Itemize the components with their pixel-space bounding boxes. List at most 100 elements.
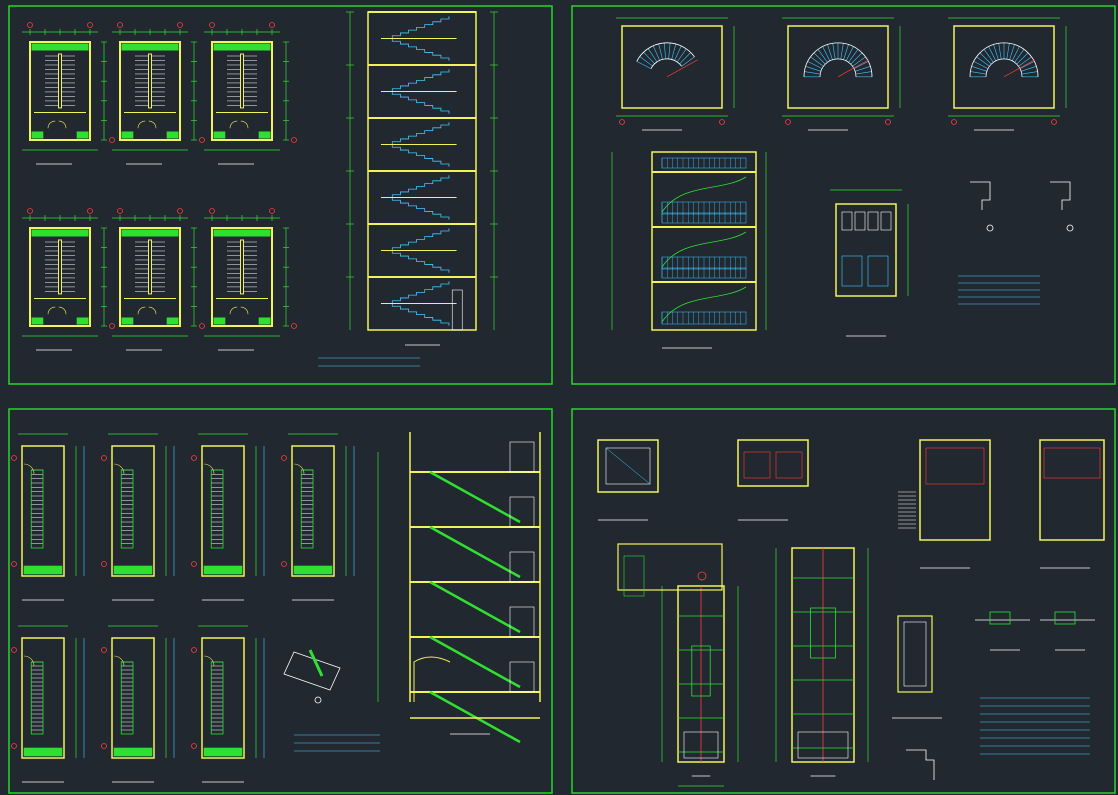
axis-bubble bbox=[291, 323, 297, 329]
stair-flight-up bbox=[384, 228, 450, 251]
curved-tread bbox=[810, 56, 824, 67]
curved-tread bbox=[853, 61, 869, 69]
axis-bubble bbox=[269, 22, 275, 28]
axis-bubble bbox=[11, 743, 17, 749]
axis-bubble bbox=[87, 22, 93, 28]
wall-outline bbox=[201, 445, 245, 577]
door-swing bbox=[240, 120, 249, 129]
axis-bubble bbox=[101, 743, 107, 749]
axis-bubble bbox=[719, 119, 725, 125]
br-upper-shaft bbox=[617, 543, 723, 597]
curved-tread bbox=[658, 43, 663, 60]
axis-bubble bbox=[11, 561, 17, 567]
stair-flight-up bbox=[384, 122, 450, 145]
curved-tread bbox=[1021, 66, 1037, 72]
curved-tread bbox=[1021, 71, 1038, 75]
axis-bubble bbox=[281, 455, 287, 461]
axis-bubble bbox=[177, 22, 183, 28]
door-swing bbox=[58, 120, 67, 129]
curved-tread bbox=[983, 49, 994, 63]
door-frame bbox=[897, 615, 933, 693]
wall-outline bbox=[111, 445, 155, 577]
wall-hatch bbox=[203, 747, 243, 757]
tall-stair-plan-bl-5 bbox=[101, 625, 175, 783]
axis-bubble bbox=[785, 119, 791, 125]
arch-opening bbox=[413, 656, 451, 702]
curved-stair-section bbox=[611, 151, 767, 349]
wall-outline bbox=[621, 25, 723, 109]
window-band bbox=[121, 229, 179, 237]
axis-bubble bbox=[191, 455, 197, 461]
curved-tread bbox=[850, 52, 863, 65]
curved-tread bbox=[1019, 61, 1035, 69]
door-swing bbox=[240, 306, 249, 315]
stair-plan-tl-5 bbox=[204, 208, 297, 351]
axis-bubble bbox=[291, 137, 297, 143]
inner-stringer bbox=[650, 58, 682, 69]
curved-tread bbox=[976, 56, 990, 67]
fixture bbox=[867, 211, 879, 231]
beam bbox=[509, 496, 535, 528]
axis-bubble bbox=[885, 119, 891, 125]
stall bbox=[867, 255, 889, 287]
curved-tread bbox=[1011, 46, 1020, 61]
sheet-top-left-frame bbox=[8, 5, 553, 385]
axis-bubble bbox=[199, 137, 205, 143]
curved-tread bbox=[845, 46, 854, 61]
diagonal bbox=[605, 447, 651, 485]
axis-bubble bbox=[191, 743, 197, 749]
beam bbox=[509, 551, 535, 583]
curved-tread bbox=[1018, 56, 1032, 67]
curved-tread bbox=[805, 66, 821, 72]
curved-flight bbox=[661, 176, 747, 213]
drawing-content bbox=[11, 11, 1105, 787]
wall-outline bbox=[291, 445, 335, 577]
stair-flight bbox=[30, 469, 44, 549]
stair-flight bbox=[429, 690, 521, 744]
tall-stair-plan-bl-1 bbox=[101, 433, 175, 601]
wall-hatch bbox=[23, 565, 63, 575]
plan-outline bbox=[737, 439, 809, 487]
wall-outline bbox=[21, 445, 65, 577]
detail-member bbox=[308, 649, 324, 677]
wall-hatch bbox=[166, 317, 179, 325]
stair-flight-up bbox=[384, 281, 450, 304]
curved-tread bbox=[647, 48, 658, 63]
axis-bubble bbox=[109, 137, 115, 143]
tl-notes bbox=[318, 344, 440, 367]
br-small-plans bbox=[597, 439, 1105, 569]
door-swing bbox=[23, 655, 35, 667]
curved-tread bbox=[993, 44, 999, 60]
door-swing bbox=[203, 655, 215, 667]
bl-detail bbox=[283, 649, 380, 752]
outer-stringer bbox=[969, 42, 1039, 77]
car-frame bbox=[810, 607, 836, 659]
car-frame bbox=[691, 645, 711, 697]
detail-block bbox=[989, 611, 1011, 625]
section-outline bbox=[651, 151, 757, 331]
wall-hatch bbox=[203, 565, 243, 575]
ground-hatch bbox=[451, 289, 463, 331]
detail-profile bbox=[970, 181, 991, 210]
plan-outline bbox=[597, 439, 659, 493]
curved-flight bbox=[661, 286, 747, 323]
door-swing bbox=[113, 655, 125, 667]
wall-outline bbox=[21, 637, 65, 759]
axis-bubble bbox=[101, 561, 107, 567]
door-swing bbox=[137, 306, 146, 315]
curved-tread bbox=[971, 66, 987, 72]
curved-tread bbox=[1009, 44, 1015, 60]
door-swing bbox=[23, 463, 35, 475]
curved-stair-plan-0 bbox=[616, 17, 735, 131]
door-swing bbox=[47, 306, 56, 315]
curved-tread bbox=[852, 56, 866, 67]
curved-tread bbox=[671, 43, 677, 60]
stair-flight bbox=[429, 635, 521, 689]
fixture bbox=[854, 211, 866, 231]
window-band bbox=[121, 43, 179, 51]
axis-bubble bbox=[117, 208, 123, 214]
curved-tread bbox=[827, 44, 833, 60]
door-swing bbox=[137, 120, 146, 129]
curved-stair-plan-2 bbox=[948, 17, 1067, 131]
door-swing bbox=[229, 120, 238, 129]
